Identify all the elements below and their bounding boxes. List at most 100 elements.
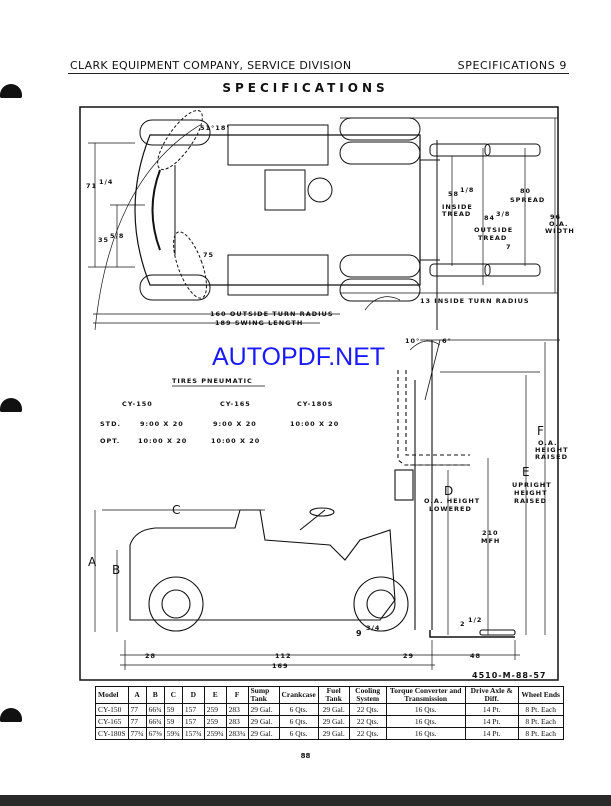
side-view-dimensions: [94, 339, 560, 670]
tilt-back-angle: 10°: [405, 337, 420, 345]
col-header: Model: [95, 686, 129, 704]
steer-angle-label: 51°18': [200, 124, 229, 132]
header-rule: [68, 73, 569, 74]
table-cell: 29 Gal.: [247, 727, 280, 740]
watermark: AUTOPDF.NET: [212, 343, 386, 371]
table-cell: 157: [181, 703, 205, 716]
table-cell: 59: [163, 715, 183, 728]
table-cell: 29 Gal.: [247, 715, 280, 728]
dim-169: 169: [272, 662, 289, 670]
dim-e-letter: E: [522, 465, 530, 479]
dim-35: 35: [98, 236, 109, 244]
page-number: 88: [300, 752, 311, 760]
dim-7: 7: [506, 243, 512, 251]
dim-2-frac: 1/2: [468, 616, 482, 624]
outside-tread-label: TREAD: [478, 234, 507, 242]
outside-tread-frac: 3/8: [496, 210, 510, 218]
table-cell: 6 Qts.: [278, 727, 319, 740]
col-header: Sump Tank: [247, 686, 280, 704]
table-cell: 6 Qts.: [278, 715, 319, 728]
inside-tread-label: TREAD: [442, 210, 471, 218]
tire-std-label: STD.: [100, 420, 121, 428]
tire-size: 9:00 X 20: [213, 420, 257, 428]
spread-label: SPREAD: [510, 196, 545, 204]
dim-71: 71: [86, 182, 97, 190]
table-cell: 77: [127, 715, 147, 728]
top-view-dimensions: [88, 117, 558, 331]
spec-table: Model A B C D E F Sump Tank Crankcase Fu…: [95, 686, 564, 740]
col-header: Wheel Ends: [517, 686, 564, 704]
col-header: Crankcase: [278, 686, 319, 704]
dim-28: 28: [145, 652, 156, 660]
inside-tread-frac: 1/8: [460, 186, 474, 194]
table-cell: 16 Qts.: [385, 715, 466, 728]
table-cell: 22 Qts.: [348, 715, 387, 728]
tilt-forward-angle: 6°: [442, 337, 452, 345]
col-header: D: [181, 686, 205, 704]
header-company: CLARK EQUIPMENT COMPANY, SERVICE DIVISIO…: [70, 59, 352, 72]
table-cell: 59¾: [163, 727, 183, 740]
steer-angle2-label: 75: [203, 251, 214, 259]
dim-2: 2: [460, 620, 466, 628]
table-cell: CY-165: [95, 715, 129, 728]
table-cell: 77¾: [127, 727, 147, 740]
mfh-value: 210: [482, 529, 499, 537]
table-cell: 14 Pt.: [464, 703, 519, 716]
table-header-row: Model A B C D E F Sump Tank Crankcase Fu…: [95, 686, 564, 704]
table-cell: 22 Qts.: [348, 703, 387, 716]
col-header: Cooling System: [348, 686, 387, 704]
dim-e-label: UPRIGHT: [512, 481, 552, 489]
width-label: WIDTH: [545, 227, 575, 235]
table-cell: 16 Qts.: [385, 727, 466, 740]
table-cell: 67⅜: [145, 727, 165, 740]
col-header: Fuel Tank: [317, 686, 350, 704]
table-cell: 29 Gal.: [317, 715, 350, 728]
dim-e-label: HEIGHT: [514, 489, 548, 497]
table-cell: 66¾: [145, 715, 165, 728]
table-cell: 29 Gal.: [317, 727, 350, 740]
table-cell: 66¾: [145, 703, 165, 716]
col-header: F: [225, 686, 249, 704]
dim-35-frac: 5/8: [110, 232, 124, 240]
col-header: A: [127, 686, 147, 704]
table-cell: 259: [203, 703, 227, 716]
scan-edge: [0, 795, 611, 806]
mfh-label: MFH: [481, 537, 500, 545]
table-cell: 283: [225, 715, 249, 728]
inside-tread-value: 58: [448, 190, 459, 198]
header-section: SPECIFICATIONS 9: [457, 59, 567, 72]
table-cell: 259¾: [203, 727, 227, 740]
tire-size: 10:00 X 20: [290, 420, 339, 428]
dim-48: 48: [470, 652, 481, 660]
table-cell: 8 Pt. Each: [517, 703, 564, 716]
dim-f-label: RAISED: [535, 453, 568, 461]
top-view-truck: [134, 110, 440, 302]
col-header: B: [145, 686, 165, 704]
binder-hole: [0, 708, 22, 722]
inside-tread-label: INSIDE: [442, 203, 473, 211]
dim-a-letter: A: [88, 555, 97, 569]
outside-tread-label: OUTSIDE: [474, 226, 513, 234]
dim-d-letter: D: [444, 484, 453, 498]
table-cell: 8 Pt. Each: [517, 715, 564, 728]
col-header: Drive Axle & Diff.: [464, 686, 519, 704]
drawing-frame: [79, 106, 559, 681]
width-label: O.A.: [549, 220, 568, 228]
inside-turn-radius: 13 INSIDE TURN RADIUS: [420, 297, 530, 305]
dim-b-letter: B: [112, 563, 120, 577]
table-cell: 157: [181, 715, 205, 728]
table-cell: 22 Qts.: [348, 727, 387, 740]
dim-29: 29: [403, 652, 414, 660]
swing-length: 189 SWING LENGTH: [215, 319, 303, 327]
tire-model: CY-180S: [297, 400, 333, 408]
table-cell: 59: [163, 703, 183, 716]
table-cell: 6 Qts.: [278, 703, 319, 716]
table-cell: 157¾: [181, 727, 205, 740]
tire-size: 10:00 X 20: [138, 437, 187, 445]
table-cell: 8 Pt. Each: [517, 727, 564, 740]
col-header: C: [163, 686, 183, 704]
tire-opt-label: OPT.: [100, 437, 120, 445]
